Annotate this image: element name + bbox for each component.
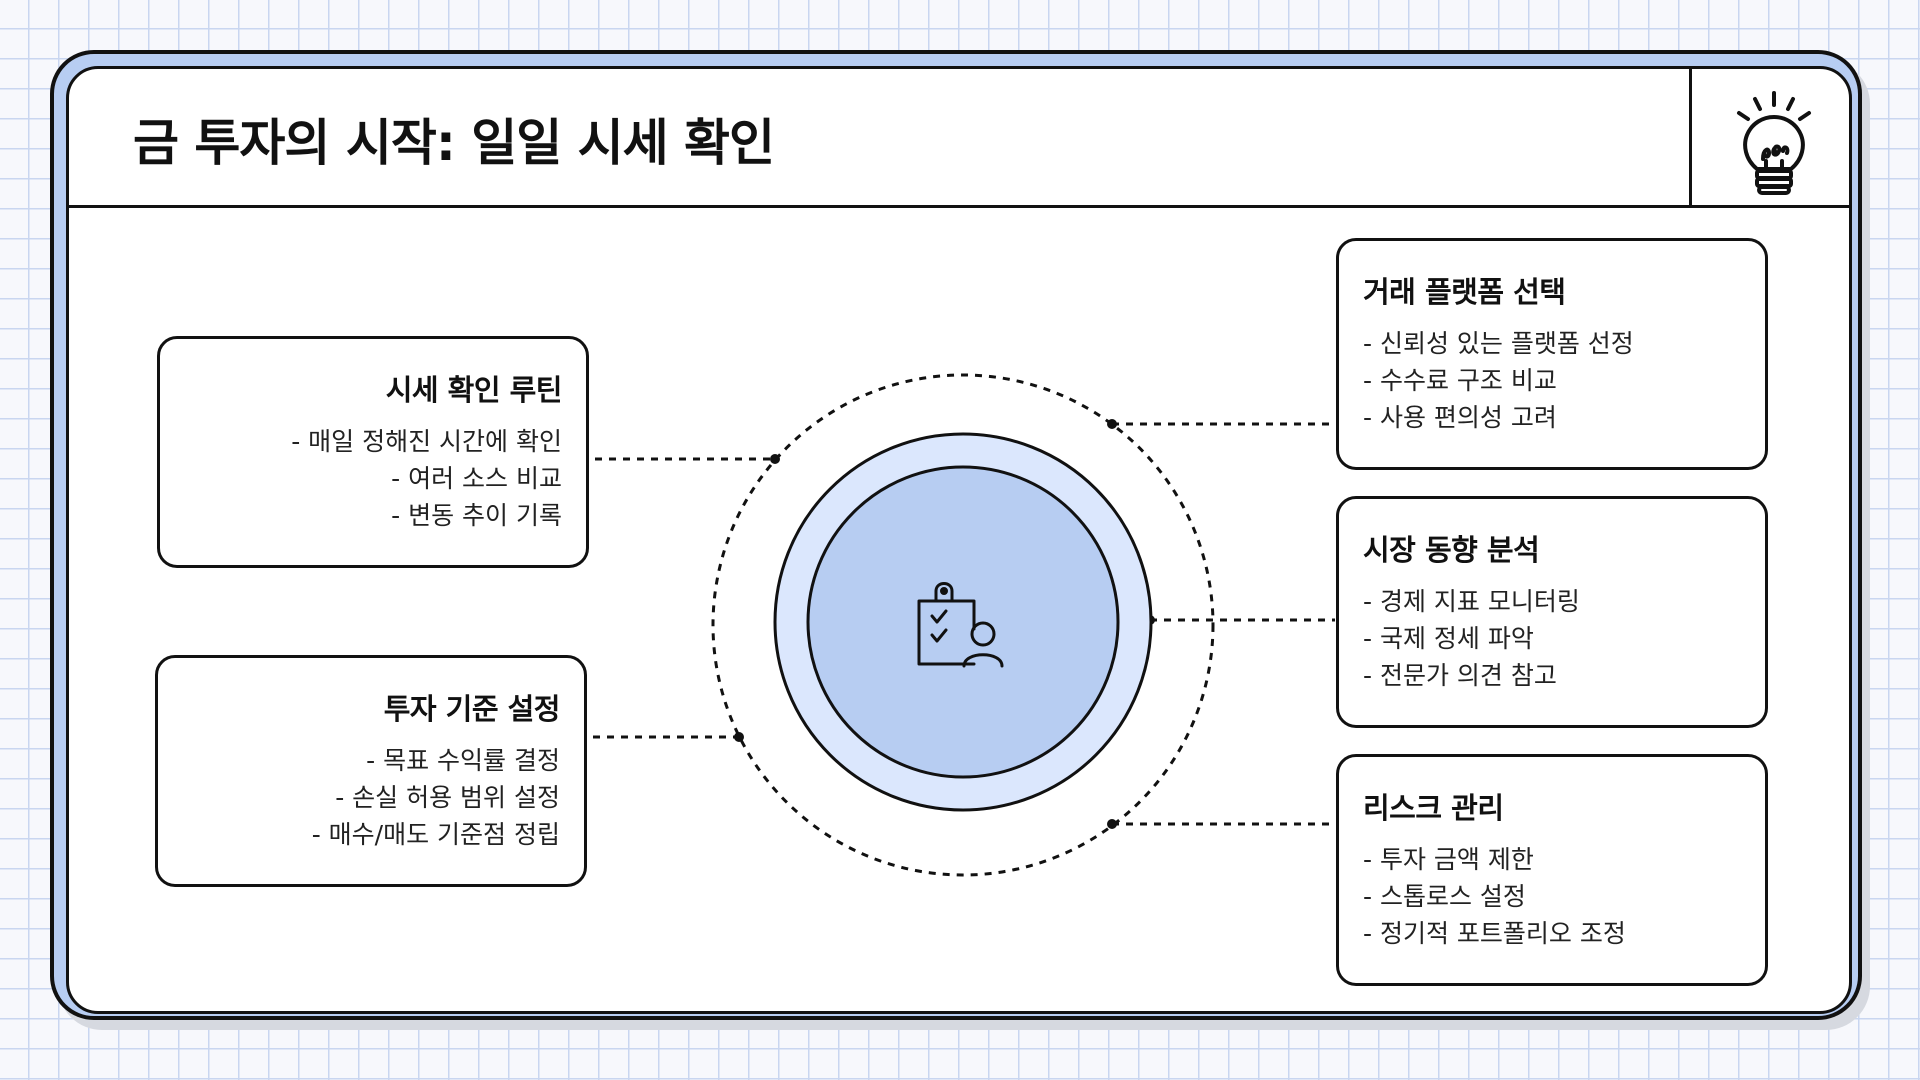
- page-title: 금 투자의 시작: 일일 시세 확인: [133, 114, 775, 172]
- card-market-trend: 시장 동향 분석 - 경제 지표 모니터링 - 국제 정세 파악 - 전문가 의…: [1336, 496, 1768, 728]
- connector-dot-risk: [1107, 819, 1117, 829]
- card-trading-platform: 거래 플랫폼 선택 - 신뢰성 있는 플랫폼 선정 - 수수료 구조 비교 - …: [1336, 238, 1768, 470]
- list-item: - 경제 지표 모니터링: [1363, 587, 1580, 616]
- list-item: - 목표 수익률 결정: [366, 746, 560, 775]
- card-list: - 투자 금액 제한 - 스톱로스 설정 - 정기적 포트폴리오 조정: [1363, 841, 1741, 952]
- list-item: - 매일 정해진 시간에 확인: [291, 427, 562, 456]
- list-item: - 투자 금액 제한: [1363, 845, 1534, 874]
- card-list: - 목표 수익률 결정 - 손실 허용 범위 설정 - 매수/매도 기준점 정립: [182, 742, 560, 853]
- hub-diagram: [593, 373, 1335, 877]
- header-icon-divider: [1689, 69, 1692, 207]
- slide-panel: 금 투자의 시작: 일일 시세 확인: [66, 66, 1852, 1014]
- clipboard-checklist-person-icon: [917, 582, 1004, 668]
- center-inner-circle: [806, 465, 1120, 779]
- lightbulb-icon: [1737, 91, 1811, 195]
- card-investment-criteria: 투자 기준 설정 - 목표 수익률 결정 - 손실 허용 범위 설정 - 매수/…: [155, 655, 587, 887]
- list-item: - 신뢰성 있는 플랫폼 선정: [1363, 329, 1634, 358]
- list-item: - 변동 추이 기록: [391, 501, 562, 530]
- header-divider-line: [69, 205, 1849, 208]
- card-title: 시세 확인 루틴: [385, 373, 563, 407]
- list-item: - 여러 소스 비교: [391, 464, 562, 493]
- list-item: - 손실 허용 범위 설정: [335, 783, 560, 812]
- connector-dot-routine: [770, 454, 780, 464]
- card-title: 리스크 관리: [1363, 791, 1504, 825]
- card-price-routine: 시세 확인 루틴 - 매일 정해진 시간에 확인 - 여러 소스 비교 - 변동…: [157, 336, 589, 568]
- list-item: - 국제 정세 파악: [1363, 624, 1534, 653]
- list-item: - 사용 편의성 고려: [1363, 403, 1557, 432]
- card-list: - 매일 정해진 시간에 확인 - 여러 소스 비교 - 변동 추이 기록: [184, 423, 562, 534]
- list-item: - 수수료 구조 비교: [1363, 366, 1557, 395]
- card-list: - 경제 지표 모니터링 - 국제 정세 파악 - 전문가 의견 참고: [1363, 583, 1741, 694]
- list-item: - 스톱로스 설정: [1363, 882, 1526, 911]
- list-item: - 전문가 의견 참고: [1363, 661, 1557, 690]
- orbit-ring: [711, 373, 1215, 877]
- card-title: 거래 플랫폼 선택: [1363, 275, 1566, 309]
- card-title: 투자 기준 설정: [383, 692, 561, 726]
- list-item: - 매수/매도 기준점 정립: [311, 820, 560, 849]
- card-risk-management: 리스크 관리 - 투자 금액 제한 - 스톱로스 설정 - 정기적 포트폴리오 …: [1336, 754, 1768, 986]
- connector-dot-platform: [1107, 419, 1117, 429]
- list-item: - 정기적 포트폴리오 조정: [1363, 919, 1626, 948]
- card-title: 시장 동향 분석: [1363, 533, 1540, 567]
- card-list: - 신뢰성 있는 플랫폼 선정 - 수수료 구조 비교 - 사용 편의성 고려: [1363, 325, 1741, 436]
- connector-dot-criteria: [734, 732, 744, 742]
